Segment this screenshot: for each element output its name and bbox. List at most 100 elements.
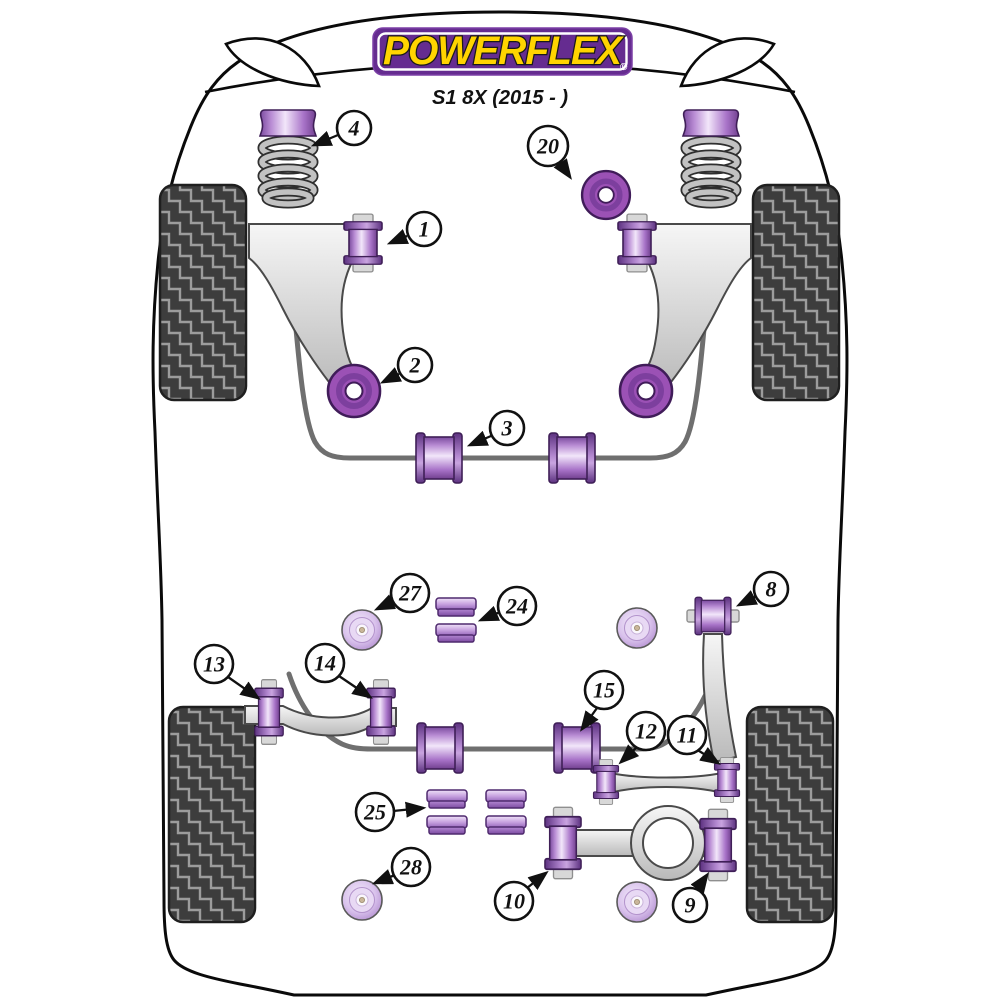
callout-27: 27 <box>373 572 431 614</box>
callout-28: 28 <box>371 846 432 888</box>
callout-number: 1 <box>419 217 430 242</box>
subframe-mount-front-right <box>616 607 658 649</box>
callout-number: 24 <box>505 594 528 619</box>
front-right-wheel <box>751 183 841 402</box>
subframe-mount-front-left <box>341 609 383 651</box>
callout-12: 12 <box>618 710 667 765</box>
front-arm-rear-bush-right <box>620 365 672 417</box>
callout-14: 14 <box>304 642 373 699</box>
callout-circle <box>671 886 709 924</box>
upper-arm-inner-bush <box>592 759 620 805</box>
lower-link-inner-bush <box>544 806 582 880</box>
rear-arb-bush-right <box>553 722 601 774</box>
callout-arrow <box>618 744 640 765</box>
callout-circle <box>390 846 432 888</box>
callout-circle <box>583 669 625 711</box>
callout-10: 10 <box>493 870 549 922</box>
callout-20: 20 <box>526 124 572 180</box>
callout-circle <box>335 109 373 147</box>
callout-arrow <box>735 590 759 607</box>
callout-number: 27 <box>398 581 422 606</box>
callout-number: 9 <box>685 893 696 918</box>
callout-circle <box>666 714 708 756</box>
callout-circle <box>625 710 667 752</box>
rear-left-wheel <box>167 705 257 924</box>
callout-arrow <box>477 605 501 622</box>
subframe-mount-rear-left <box>341 879 383 921</box>
callout-arrow <box>310 130 339 147</box>
callout-circle <box>193 643 235 685</box>
upper-arm-outer-bush <box>713 757 741 803</box>
callout-number: 3 <box>501 416 513 441</box>
callout-arrow <box>227 676 261 700</box>
model-subtitle: S1 8X (2015 - ) <box>432 87 568 109</box>
callout-circle <box>389 572 431 614</box>
rear-arb-bush-left <box>416 722 464 774</box>
mount-washer-bush <box>582 171 630 219</box>
powerflex-logo: POWERFLEX ® <box>372 27 633 76</box>
callout-arrow <box>553 158 572 180</box>
callout-number: 11 <box>677 723 698 748</box>
callout-circle <box>354 791 396 833</box>
front-arm-rear-bush-left <box>328 365 380 417</box>
callout-arrow <box>371 869 396 885</box>
callout-8: 8 <box>735 570 790 608</box>
callout-number: 4 <box>348 116 360 141</box>
callout-number: 8 <box>766 577 777 602</box>
logo-keyline <box>377 32 628 71</box>
callout-13: 13 <box>193 643 261 700</box>
callout-25: 25 <box>354 791 427 833</box>
callout-number: 13 <box>203 652 225 677</box>
callout-number: 20 <box>536 134 559 159</box>
callout-arrow <box>379 367 403 384</box>
rear-link-ring-hole <box>642 817 694 869</box>
callout-arrow <box>695 746 721 765</box>
callout-arrow <box>338 675 373 699</box>
callout-15: 15 <box>579 669 625 732</box>
logo-text: POWERFLEX <box>383 29 624 73</box>
callout-number: 15 <box>593 678 615 703</box>
logo-background <box>372 27 633 76</box>
car-body-outline <box>151 10 849 997</box>
callout-arrow <box>690 872 709 894</box>
rear-suspension <box>244 596 741 923</box>
rear-arm-bush-inner-left <box>365 678 397 746</box>
callout-11: 11 <box>666 714 721 765</box>
callout-1: 1 <box>386 210 443 248</box>
trailing-arm-front-bush <box>694 596 732 636</box>
callout-arrow <box>373 594 397 611</box>
callout-circle <box>526 124 570 168</box>
rear-lower-arm-left <box>244 705 397 737</box>
front-arb-bush-right <box>548 432 596 484</box>
front-arm-front-bush-left <box>343 213 383 273</box>
rear-arm-bush-outer-left <box>253 678 285 746</box>
callout-number: 28 <box>399 855 422 880</box>
rear-trailing-arm <box>702 633 738 764</box>
front-left-wheel <box>158 183 248 402</box>
callout-number: 25 <box>363 800 386 825</box>
callout-3: 3 <box>466 409 526 447</box>
callout-2: 2 <box>379 346 434 384</box>
lower-link-outer-bush <box>699 808 737 882</box>
front-anti-roll-bar <box>290 293 710 461</box>
logo-registered-mark: ® <box>620 62 628 73</box>
callout-4: 4 <box>310 109 373 147</box>
rear-right-wheel <box>745 705 835 924</box>
callout-circle <box>405 210 443 248</box>
subframe-mount-rear-right <box>616 881 658 923</box>
callout-circle <box>493 880 535 922</box>
callout-arrow <box>466 430 492 447</box>
callout-circle <box>488 409 526 447</box>
front-arm-front-bush-right <box>617 213 657 273</box>
callout-circle <box>752 570 790 608</box>
callout-circle <box>496 585 538 627</box>
callout-arrow <box>392 801 427 818</box>
left-headlight <box>224 37 321 88</box>
callout-number: 12 <box>635 719 657 744</box>
callout-number: 10 <box>503 889 525 914</box>
callout-number: 14 <box>314 651 336 676</box>
callout-arrow <box>526 870 549 891</box>
